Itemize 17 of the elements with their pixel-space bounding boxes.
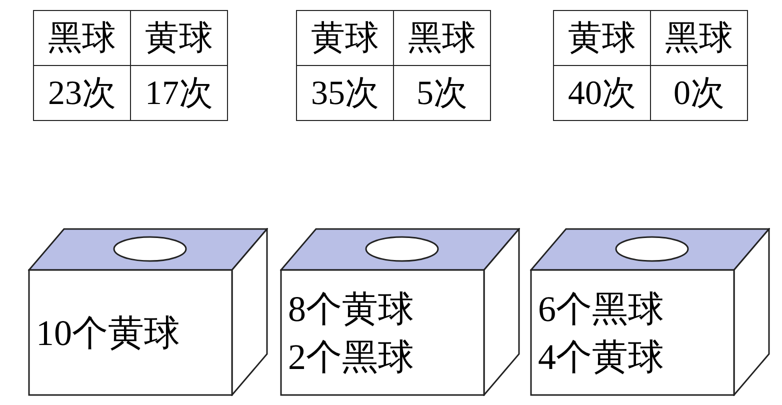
box-label: 2个黑球 xyxy=(288,336,414,379)
table-cell: 40次 xyxy=(554,66,650,120)
table-cell: 17次 xyxy=(130,66,228,120)
header-cell: 黄球 xyxy=(554,10,650,66)
table-cell: 35次 xyxy=(296,66,394,120)
box-label: 8个黄球 xyxy=(288,288,414,331)
header-cell: 黄球 xyxy=(130,10,228,66)
table-cell: 0次 xyxy=(650,66,748,120)
box-label: 10个黄球 xyxy=(36,312,180,355)
table-cell: 23次 xyxy=(34,66,130,120)
header-cell: 黑球 xyxy=(394,10,490,66)
header-cell: 黑球 xyxy=(34,10,130,66)
box-label: 6个黑球 xyxy=(538,288,664,331)
header-cell: 黑球 xyxy=(650,10,748,66)
table-cell: 5次 xyxy=(394,66,490,120)
header-cell: 黄球 xyxy=(296,10,394,66)
box-label: 4个黄球 xyxy=(538,336,664,379)
